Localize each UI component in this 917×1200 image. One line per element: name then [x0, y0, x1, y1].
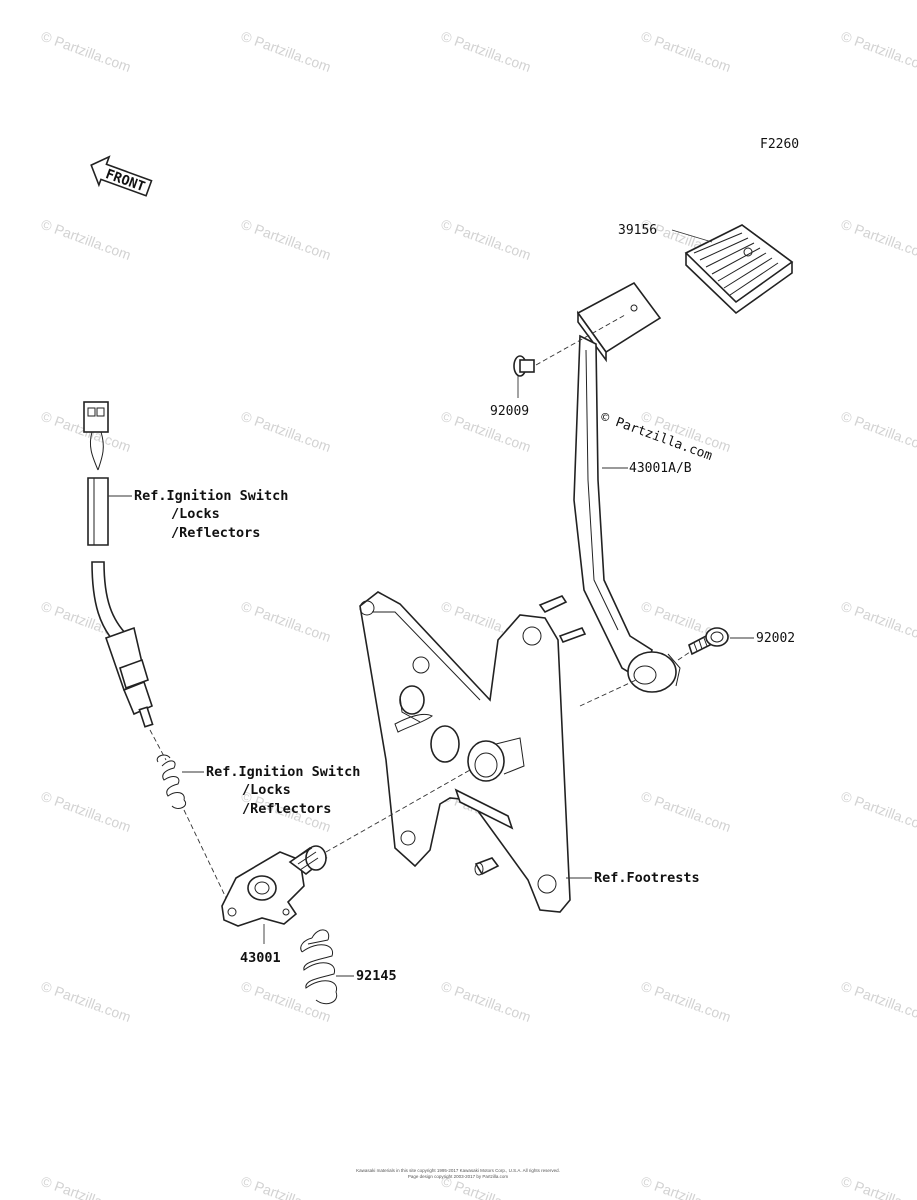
- ref-ignition-mid-line1: Ref.Ignition Switch: [206, 764, 360, 780]
- watermark-text: © Partzilla.com: [839, 978, 917, 1025]
- ref-ignition-mid-line3: /Reflectors: [242, 801, 331, 817]
- watermark-text: © Partzilla.com: [239, 408, 333, 455]
- watermark-text: © Partzilla.com: [439, 216, 533, 263]
- brake-pedal-arm: [573, 281, 681, 693]
- watermark-text: © Partzilla.com: [839, 408, 917, 455]
- label-43001: 43001: [240, 950, 281, 966]
- watermark-text: © Partzilla.com: [839, 216, 917, 263]
- watermark-text: © Partzilla.com: [839, 598, 917, 645]
- watermark-layer: © Partzilla.com © Partzilla.com © Partzill…: [39, 28, 917, 1200]
- watermark-text: © Partzilla.com: [639, 788, 733, 835]
- watermark-text: © Partzilla.com: [439, 978, 533, 1025]
- screw-92009: [513, 355, 535, 377]
- front-arrow-icon: FRONT: [90, 155, 153, 197]
- brake-light-switch: [91, 561, 154, 728]
- watermark-text: © Partzilla.com: [239, 28, 333, 75]
- brake-lever-43001: [221, 845, 328, 927]
- watermark-text: © Partzilla.com: [39, 978, 133, 1025]
- label-92009: 92009: [490, 404, 529, 419]
- watermark-text: © Partzilla.com: [239, 1173, 333, 1200]
- watermark-text: © Partzilla.com: [839, 1173, 917, 1200]
- ref-ignition-top-line3: /Reflectors: [171, 525, 260, 541]
- watermark-text: © Partzilla.com: [39, 28, 133, 75]
- label-92145: 92145: [356, 968, 397, 984]
- watermark-text: © Partzilla.com: [639, 28, 733, 75]
- watermark-text: © Partzilla.com: [239, 978, 333, 1025]
- watermark-text: © Partzilla.com: [839, 788, 917, 835]
- pedal-pad: [684, 224, 794, 315]
- ref-ignition-mid-line2: /Locks: [242, 782, 291, 798]
- watermark-text: © Partzilla.com: [439, 28, 533, 75]
- footrest-bracket: [359, 591, 587, 913]
- watermark-text: © Partzilla.com: [239, 598, 333, 645]
- ref-ignition-top-line1: Ref.Ignition Switch: [134, 488, 288, 504]
- watermark-text: © Partzilla.com: [839, 28, 917, 75]
- copyright-line-1: Kawasaki materials in this site copyrigh…: [356, 1168, 560, 1173]
- label-92002: 92002: [756, 631, 795, 646]
- bolt-92002: [688, 627, 729, 656]
- watermark-text: © Partzilla.com: [39, 1173, 133, 1200]
- copyright-line-2: Page design copyright 2003-2017 by Partz…: [408, 1174, 509, 1179]
- brake-light-switch-connector: [83, 401, 109, 546]
- watermark-text: © Partzilla.com: [639, 978, 733, 1025]
- diagram-code: F2260: [760, 137, 799, 152]
- watermark-text: © Partzilla.com: [639, 1173, 733, 1200]
- label-ref-footrests: Ref.Footrests: [594, 870, 700, 886]
- watermark-text: © Partzilla.com: [39, 788, 133, 835]
- return-spring-92145: [300, 929, 338, 1005]
- watermark-text: © Partzilla.com: [39, 216, 133, 263]
- watermark-text: © Partzilla.com: [239, 216, 333, 263]
- label-39156: 39156: [618, 223, 657, 238]
- ref-ignition-top-line2: /Locks: [171, 506, 220, 522]
- label-43001ab: 43001A/B: [629, 461, 692, 476]
- small-spring: [156, 754, 186, 809]
